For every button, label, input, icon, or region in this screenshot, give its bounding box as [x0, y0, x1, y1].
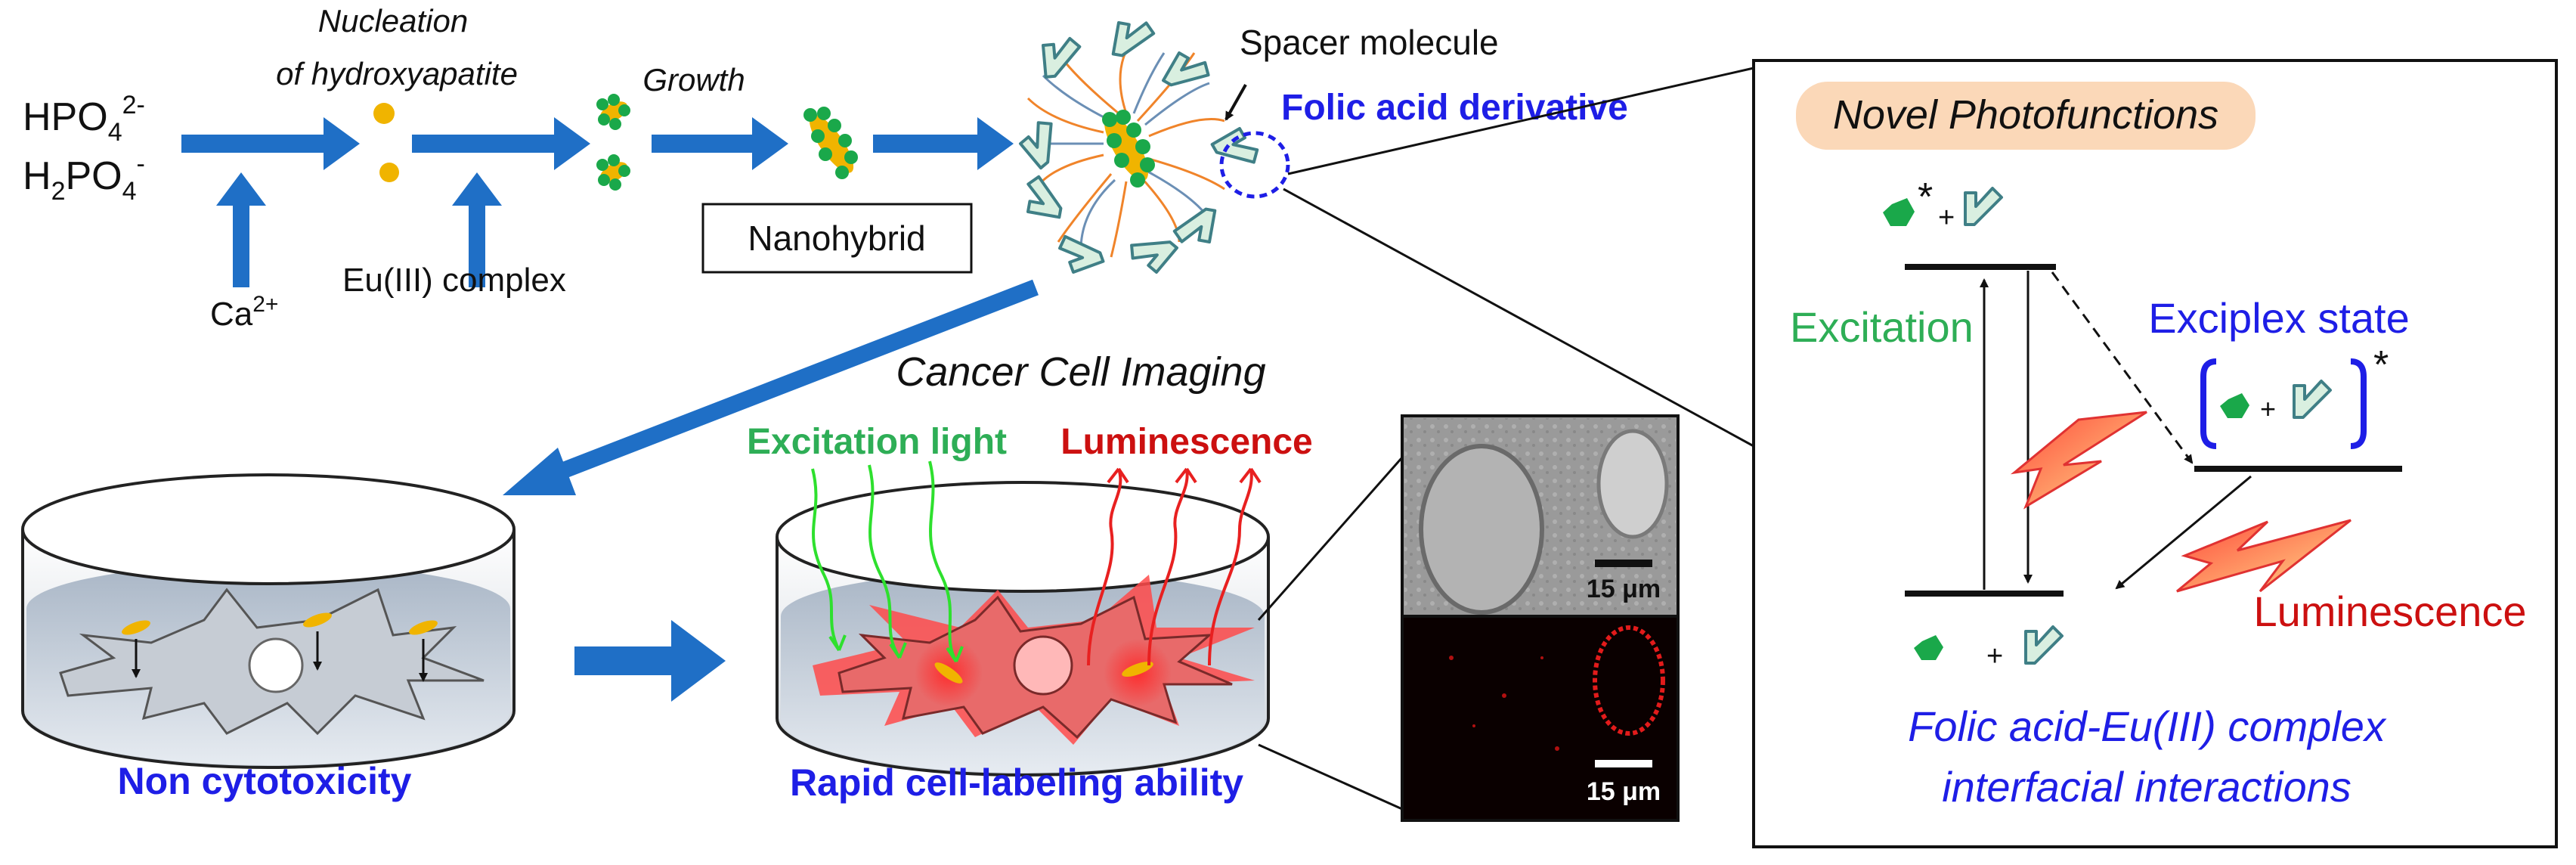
arrow-head-3 — [752, 117, 788, 170]
callout-line-top — [1287, 67, 1754, 175]
folic-acid-glyph — [1210, 125, 1264, 178]
arrow-head-2 — [554, 117, 590, 170]
h2po4-label: H2PO4- — [23, 150, 145, 206]
luminescence-light-label: Luminescence — [1060, 422, 1312, 462]
plus-sign: + — [1938, 202, 1955, 234]
emission-arrow — [2115, 475, 2252, 590]
folic-acid-glyph — [1171, 203, 1217, 248]
photofunction-banner — [1796, 82, 2256, 150]
plus-sign: + — [2260, 393, 2276, 424]
hpo4-label: HPO42- — [23, 91, 145, 147]
spacer-molecule-label: Spacer molecule — [1240, 23, 1499, 62]
rapid-labeling-label: Rapid cell-labeling ability — [790, 761, 1243, 804]
folic-acid-glyph — [1162, 47, 1215, 101]
micrograph-brightfield: 15 μm — [1401, 414, 1680, 618]
eu-complex-glyph — [2220, 393, 2249, 418]
calcium-label: Ca2+ — [210, 292, 278, 333]
calcium-arrow-shaft — [233, 204, 249, 287]
excitation-label: Excitation — [1790, 303, 1974, 351]
nanohybrid-uptake — [122, 612, 438, 682]
energy-bolt-icon — [2010, 411, 2147, 510]
cell-nucleus — [1013, 635, 1073, 696]
luminescence-label: Luminescence — [2253, 588, 2526, 635]
photofunction-frame — [1752, 59, 2558, 848]
eu-arrow-shaft — [469, 204, 485, 287]
spacer-pointer-arrow — [1225, 84, 1247, 121]
eu-arrow-head — [452, 172, 502, 206]
hap-nucleus — [373, 103, 395, 124]
folic-acid-derivative-label: Folic acid derivative — [1281, 88, 1628, 128]
excitation-light-label: Excitation light — [747, 422, 1007, 462]
caption-line2: interfacial interactions — [1942, 763, 2352, 811]
dish-rim — [776, 481, 1270, 593]
folic-acid-glyph — [1016, 115, 1070, 170]
nanohybrid-particle: Spacer molecule Folic acid derivative — [1016, 17, 1628, 277]
exciplex-bracket-right — [2350, 358, 2367, 449]
eu-complex-glyph — [1883, 198, 1915, 226]
dish-arrow-head — [671, 620, 726, 702]
non-cytotoxicity-label: Non cytotoxicity — [118, 760, 412, 802]
exciplex-star: * — [2373, 343, 2389, 387]
nanohybrid-label: Nanohybrid — [748, 219, 925, 258]
nucleation-label-line2: of hydroxyapatite — [276, 56, 518, 91]
cancer-cell-imaging-title: Cancer Cell Imaging — [896, 349, 1265, 395]
cell-nucleus — [248, 637, 304, 693]
exciplex-bracket-left — [2200, 358, 2217, 449]
folic-highlight-circle — [1219, 131, 1290, 199]
folic-acid-glyph — [1041, 36, 1084, 79]
folic-acid-glyph — [1111, 17, 1157, 62]
nucleation-label-line1: Nucleation — [318, 3, 468, 39]
calcium-arrow-head — [216, 172, 266, 206]
scale-bar-label-top: 15 μm — [1587, 575, 1661, 603]
internalized-nanohybrids — [915, 639, 1172, 707]
photofunction-panel: Novel Photofunctions * + Excitation Exci… — [1752, 59, 2558, 848]
scale-bar-label-bottom: 15 μm — [1587, 777, 1661, 806]
excited-star: * — [1918, 175, 1933, 219]
micrograph-callout-bottom — [1258, 743, 1403, 811]
excitation-light-rays — [811, 460, 964, 663]
dish-arrow-shaft — [574, 646, 673, 675]
arrow-shaft-4 — [873, 135, 979, 153]
folic-acid-glyph — [1124, 222, 1178, 277]
caption-line1: Folic acid-Eu(III) complex — [1908, 702, 2387, 750]
luminescence-rays — [1087, 467, 1262, 666]
synthesis-row: HPO42- H2PO4- Ca2+ Nucleation of hydroxy… — [23, 3, 1014, 333]
small-cluster-top — [596, 94, 630, 130]
photofunction-title: Novel Photofunctions — [1833, 92, 2218, 138]
dish-right: Excitation light Luminescence Cancer Cel… — [747, 349, 1313, 804]
arrow-shaft-2 — [412, 135, 556, 153]
scale-bar — [1595, 560, 1652, 567]
eu-complex-glyph — [1914, 635, 1943, 660]
hap-nucleus — [379, 163, 399, 182]
small-cluster-bottom — [596, 154, 630, 191]
nanohybrid-box — [701, 203, 973, 274]
callout-line-bottom — [1283, 188, 1754, 448]
micrograph-fluorescence: 15 μm — [1401, 615, 1680, 822]
growth-label: Growth — [642, 62, 745, 98]
luminescence-bolt-icon — [2176, 519, 2352, 593]
nanorod — [803, 107, 858, 179]
scale-bar — [1595, 760, 1652, 767]
arrow-head-1 — [324, 117, 360, 170]
dish-left: Non cytotoxicity — [21, 473, 516, 802]
diagonal-arrow-shaft — [545, 279, 1039, 485]
arrow-head-4 — [977, 117, 1014, 170]
plus-sign: + — [1986, 640, 2003, 672]
eu-complex-label: Eu(III) complex — [342, 262, 566, 299]
arrow-shaft-1 — [181, 135, 325, 153]
diagonal-arrow-head — [503, 448, 576, 495]
exciplex-state-label: Exciplex state — [2148, 294, 2410, 342]
folic-acid-glyph — [1022, 173, 1067, 219]
arrow-shaft-3 — [652, 135, 754, 153]
micrograph-callout-top — [1257, 457, 1404, 621]
dish-rim — [21, 473, 516, 585]
energy-transfer-arrow — [2051, 271, 2194, 464]
